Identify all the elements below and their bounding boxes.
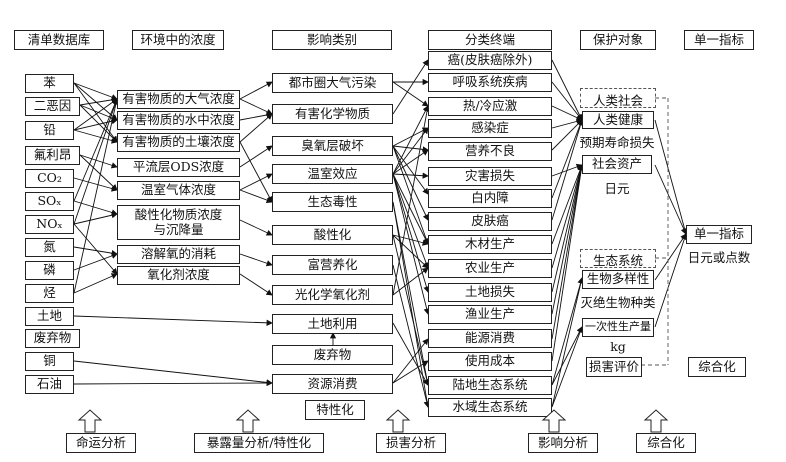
impact-photochemical: 光化学氧化剂 bbox=[272, 285, 393, 305]
substance-nox: NOₓ bbox=[25, 215, 74, 234]
endpoint-energy: 能源消费 bbox=[428, 329, 552, 348]
substance-hydrocarbon: 烃 bbox=[25, 284, 74, 303]
header-env-concentration: 环境中的浓度 bbox=[132, 30, 224, 50]
conc-ods: 平流层ODS浓度 bbox=[117, 158, 240, 177]
single-indicator-unit: 日元或点数 bbox=[687, 250, 751, 265]
endpoint-infection: 感染症 bbox=[428, 119, 552, 138]
endpoint-terrestrial-eco: 陆地生态系统 bbox=[428, 376, 552, 395]
conc-air: 有害物质的大气浓度 bbox=[117, 90, 240, 109]
conc-acid: 酸性化物质浓度 与沉降量 bbox=[117, 205, 240, 240]
conc-ghg: 温室气体浓度 bbox=[117, 181, 240, 200]
impact-land-use: 土地利用 bbox=[272, 314, 393, 334]
stage-integration: 综合化 bbox=[636, 433, 696, 453]
substance-freon: 氟利昂 bbox=[25, 146, 80, 165]
protect-kg: kg bbox=[610, 339, 626, 354]
impact-resource: 资源消费 bbox=[272, 374, 393, 394]
substance-lead: 铅 bbox=[25, 121, 74, 140]
header-inventory: 清单数据库 bbox=[14, 30, 104, 50]
endpoint-fishery: 渔业生产 bbox=[428, 305, 552, 324]
impact-acidification: 酸性化 bbox=[272, 225, 393, 245]
substance-dioxin: 二恶因 bbox=[25, 97, 80, 116]
impact-greenhouse: 温室效应 bbox=[272, 164, 393, 184]
conc-acid-line2: 与沉降量 bbox=[153, 221, 204, 237]
conc-water: 有害物质的水中浓度 bbox=[117, 111, 240, 130]
protect-human-health: 人类健康 bbox=[582, 111, 654, 129]
endpoint-heat-cold: 热/冷应激 bbox=[428, 97, 552, 116]
protect-social-assets: 社会资产 bbox=[582, 155, 652, 174]
stage-exposure-analysis: 暴露量分析/特性化 bbox=[194, 433, 324, 453]
protect-biodiversity: 生物多样性 bbox=[582, 270, 654, 289]
substance-phosphorus: 磷 bbox=[25, 261, 74, 280]
header-single-indicator: 单一指标 bbox=[684, 30, 754, 50]
conc-oxygen: 溶解氧的消耗 bbox=[117, 245, 240, 264]
protect-yen: 日元 bbox=[604, 181, 630, 196]
endpoint-land-loss: 土地损失 bbox=[428, 283, 552, 302]
endpoint-aquatic-eco: 水域生态系统 bbox=[428, 398, 552, 417]
substance-oil: 石油 bbox=[25, 375, 74, 394]
impact-ozone: 臭氧层破坏 bbox=[272, 136, 393, 156]
conc-acid-line1: 酸性化物质浓度 bbox=[134, 207, 223, 223]
protect-daly: 预期寿命损失 bbox=[579, 135, 655, 150]
header-impact-category: 影响类别 bbox=[272, 30, 392, 50]
endpoint-skin-cancer: 皮肤癌 bbox=[428, 212, 552, 231]
endpoint-malnutrition: 营养不良 bbox=[428, 142, 552, 161]
header-endpoints: 分类终端 bbox=[428, 30, 552, 50]
characterization-label: 特性化 bbox=[305, 400, 365, 420]
endpoint-usage-cost: 使用成本 bbox=[428, 352, 552, 371]
conc-oxidant: 氧化剂浓度 bbox=[117, 266, 240, 285]
endpoint-timber: 木材生产 bbox=[428, 235, 552, 254]
substance-land: 土地 bbox=[25, 307, 74, 326]
protect-extinct: 灭绝生物种类 bbox=[580, 295, 656, 310]
substance-copper: 铜 bbox=[25, 352, 74, 371]
endpoint-cancer: 癌(皮肤癌除外) bbox=[428, 51, 552, 70]
substance-waste: 废弃物 bbox=[25, 329, 80, 348]
impact-eutrophication: 富营养化 bbox=[272, 255, 393, 275]
single-indicator-box: 单一指标 bbox=[686, 225, 752, 244]
substance-co2: CO₂ bbox=[25, 169, 74, 188]
integration-box: 综合化 bbox=[688, 357, 746, 377]
endpoint-agriculture: 农业生产 bbox=[428, 259, 552, 278]
impact-urban-air: 都市圈大气污染 bbox=[272, 73, 393, 93]
stage-damage-analysis: 损害分析 bbox=[376, 433, 446, 453]
impact-ecotoxicity: 生态毒性 bbox=[272, 192, 393, 212]
substance-sox: SOₓ bbox=[25, 192, 74, 211]
header-protection: 保护对象 bbox=[580, 30, 656, 50]
protect-human-society: 人类社会 bbox=[592, 93, 643, 108]
stage-fate-analysis: 命运分析 bbox=[66, 433, 136, 453]
endpoint-disaster: 灾害损失 bbox=[428, 167, 552, 186]
impact-toxic-chem: 有害化学物质 bbox=[272, 104, 393, 124]
endpoint-respiratory: 呼吸系统疾病 bbox=[428, 73, 552, 92]
substance-benzene: 苯 bbox=[25, 74, 74, 93]
damage-evaluation: 损害评价 bbox=[586, 357, 642, 377]
substance-nitrogen: 氮 bbox=[25, 238, 74, 257]
impact-waste: 废弃物 bbox=[272, 345, 393, 365]
endpoint-cataract: 白内障 bbox=[428, 189, 552, 208]
protect-human-society-frame bbox=[580, 88, 656, 108]
protect-eco-system: 生态系统 bbox=[592, 253, 643, 268]
stage-impact-analysis: 影响分析 bbox=[528, 433, 598, 453]
conc-soil: 有害物质的土壤浓度 bbox=[117, 133, 240, 152]
protect-eco-frame bbox=[580, 249, 656, 268]
protect-primary-production: 一次性生产量 bbox=[582, 318, 654, 337]
